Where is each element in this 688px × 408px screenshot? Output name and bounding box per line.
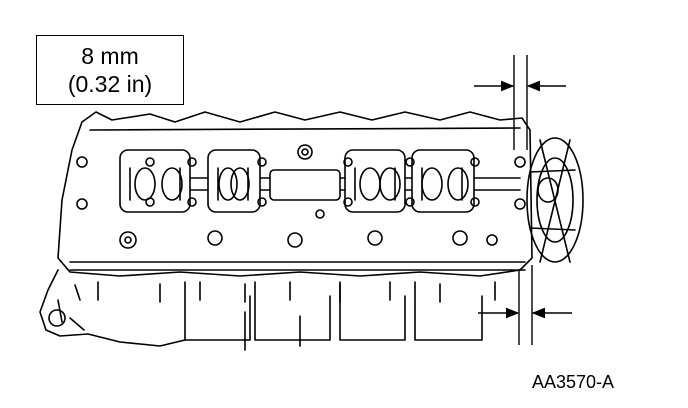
camshaft-assembly <box>119 144 521 219</box>
cam-sprocket <box>526 137 584 263</box>
measurement-imperial: (0.32 in) <box>67 71 153 97</box>
outlet-elbow <box>39 269 186 347</box>
measurement-lines <box>513 55 533 345</box>
exhaust-ports <box>74 281 496 351</box>
measurement-arrows <box>474 80 572 319</box>
head-bolts <box>76 156 526 249</box>
figure-id: AA3570-A <box>532 372 615 392</box>
measurement-metric: 8 mm <box>81 43 139 69</box>
measurement-callout: 8 mm (0.32 in) <box>36 35 184 105</box>
cylinder-head-outline <box>57 111 533 277</box>
